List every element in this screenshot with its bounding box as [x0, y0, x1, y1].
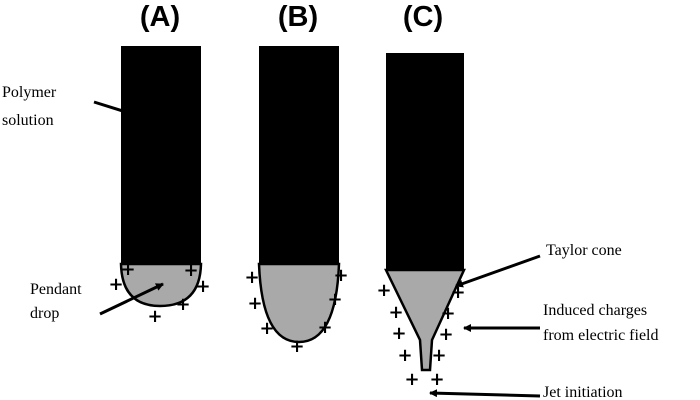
label-polymer-solution-line1: Polymer — [2, 84, 57, 101]
charge-plus: + — [289, 336, 304, 357]
charge-plus: + — [431, 345, 446, 366]
charge-plus: + — [259, 318, 274, 339]
charge-plus: + — [327, 289, 342, 310]
charge-plus: + — [147, 306, 162, 327]
charge-plus: + — [404, 369, 419, 390]
label-jet-initiation: Jet initiation — [543, 384, 623, 400]
charge-plus: + — [317, 317, 332, 338]
label-taylor-cone: Taylor cone — [546, 242, 622, 259]
label-pendant-drop-line1: Pendant — [30, 281, 82, 298]
charge-plus: + — [388, 302, 403, 323]
label-pendant-drop-line2: drop — [30, 305, 59, 322]
arrow-jet-initiation — [430, 393, 540, 396]
charge-plus: + — [175, 294, 190, 315]
needle-a — [121, 46, 201, 264]
panel-label-c: (C) — [403, 1, 443, 33]
panel-c: + + + + + + + + + + — [376, 53, 540, 396]
label-induced-charges-line2: from electric field — [543, 327, 659, 344]
label-induced-charges-line1: Induced charges — [543, 302, 647, 319]
charge-plus: + — [247, 293, 262, 314]
charge-plus: + — [333, 265, 348, 286]
panel-a: + + + + + + — [94, 46, 211, 327]
needle-b — [259, 46, 339, 264]
charge-plus: + — [244, 267, 259, 288]
charge-plus: + — [391, 323, 406, 344]
panel-label-a: (A) — [140, 1, 180, 33]
label-polymer-solution-line2: solution — [2, 112, 54, 129]
charge-plus: + — [195, 276, 210, 297]
charge-plus: + — [440, 303, 455, 324]
arrow-taylor-cone — [456, 256, 540, 286]
needle-c — [386, 53, 464, 270]
panel-b: + + + + + + + — [244, 46, 348, 357]
panel-label-b: (B) — [278, 1, 318, 33]
charge-plus: + — [376, 280, 391, 301]
charge-plus: + — [108, 274, 123, 295]
charge-plus: + — [397, 345, 412, 366]
charge-plus: + — [438, 324, 453, 345]
charge-plus: + — [429, 369, 444, 390]
